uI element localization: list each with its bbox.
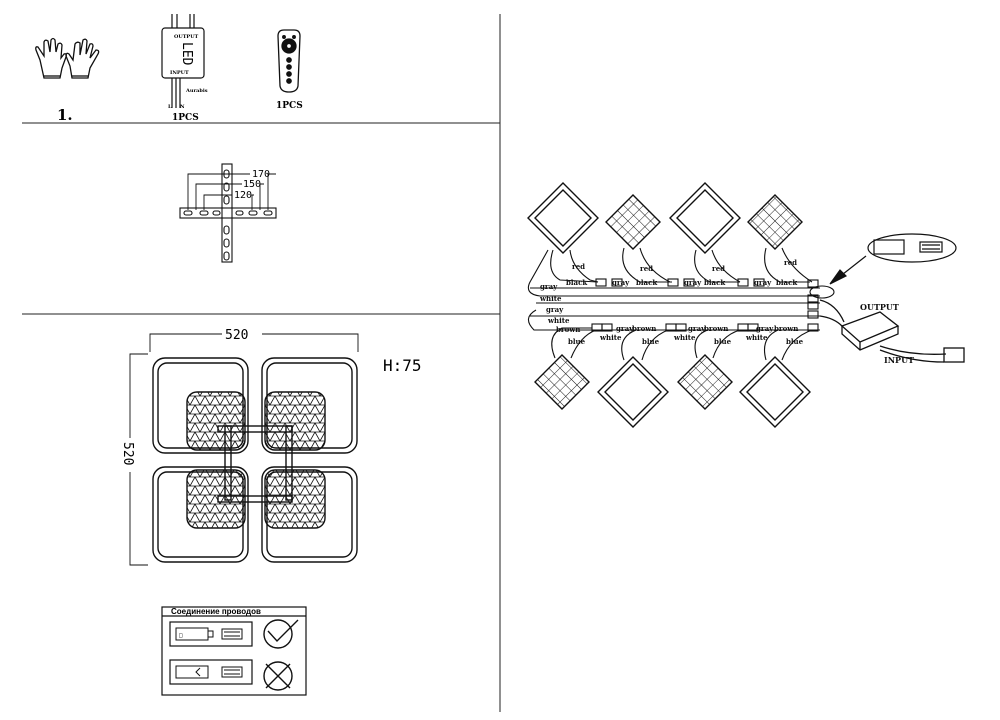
correct-check-icon (263, 619, 299, 649)
connection-title: Соединение проводов (171, 607, 261, 616)
driver-led-label: LED (179, 42, 194, 66)
wire-label-brown-2: brown (632, 324, 657, 333)
wire-label-white-4: white (674, 333, 696, 342)
wire-label-blue-1: blue (568, 337, 586, 346)
wire-label-red-3: red (712, 264, 726, 273)
bottom-wire-harness (527, 309, 820, 361)
wire-label-gray-8: gray (756, 324, 774, 333)
fixture-dimension-lines (129, 333, 359, 566)
wire-label-red-1: red (572, 262, 586, 271)
output-label: OUTPUT (860, 302, 899, 312)
wire-label-gray-4: gray (754, 278, 772, 287)
wire-label-brown-4: brown (774, 324, 799, 333)
wire-label-black-1: black (566, 278, 588, 287)
gloves-icon (35, 37, 100, 79)
driver-terminal-l: L (168, 104, 172, 110)
driver-input-label: INPUT (170, 70, 189, 76)
wire-label-white-3: white (600, 333, 622, 342)
top-wire-harness (527, 247, 835, 310)
wire-label-gray-3: gray (684, 278, 702, 287)
wire-label-black-4: black (776, 278, 798, 287)
driver-terminal-n: N (180, 104, 185, 110)
fixture-top-view (152, 357, 358, 563)
bracket-dimension-lines (187, 173, 276, 210)
incorrect-cross-icon (263, 661, 293, 691)
wire-label-white-1: white (540, 294, 562, 303)
wire-label-blue-2: blue (642, 337, 660, 346)
wire-label-red-2: red (640, 264, 654, 273)
connector-zoom-callout (829, 233, 957, 285)
wire-label-brown-3: brown (704, 324, 729, 333)
top-lamp-row (527, 182, 803, 254)
wire-label-gray-5: gray (546, 305, 564, 314)
wire-label-gray-6: gray (616, 324, 634, 333)
bracket-dim-150: 150 (243, 179, 261, 190)
incorrect-connection-drawing (175, 665, 243, 679)
driver-quantity: 1PCS (172, 113, 199, 123)
wire-label-red-4: red (784, 258, 798, 267)
bracket-dim-170: 170 (252, 169, 270, 180)
input-label: INPUT (884, 355, 914, 365)
wire-label-gray-2: gray (612, 278, 630, 287)
correct-connection-drawing: □ (175, 627, 243, 641)
wire-label-black-3: black (704, 278, 726, 287)
remote-control-icon (277, 29, 301, 93)
led-driver-icon (161, 14, 205, 108)
svg-text:□: □ (179, 632, 183, 639)
step-number: 1. (57, 106, 73, 124)
driver-box (819, 299, 965, 363)
wire-label-blue-3: blue (714, 337, 732, 346)
driver-output-label: OUTPUT (174, 34, 199, 40)
wire-label-blue-4: blue (786, 337, 804, 346)
wire-label-white-2: white (548, 316, 570, 325)
wire-label-gray-1: gray (540, 282, 558, 291)
remote-quantity: 1PCS (276, 101, 303, 111)
wire-label-brown-1: brown (556, 325, 581, 334)
fixture-depth-label: H:75 (383, 356, 422, 375)
bottom-lamp-row (534, 354, 811, 428)
wire-label-black-2: black (636, 278, 658, 287)
fixture-width-label: 520 (225, 328, 248, 343)
fixture-height-label: 520 (120, 442, 135, 465)
wire-label-white-5: white (746, 333, 768, 342)
mounting-bracket-drawing (179, 163, 277, 263)
driver-brand-label: Aurabis (185, 88, 208, 94)
wire-connection-legend (161, 606, 307, 696)
wire-label-gray-7: gray (688, 324, 706, 333)
panel-dividers (22, 14, 501, 712)
bracket-dim-120: 120 (234, 190, 252, 201)
